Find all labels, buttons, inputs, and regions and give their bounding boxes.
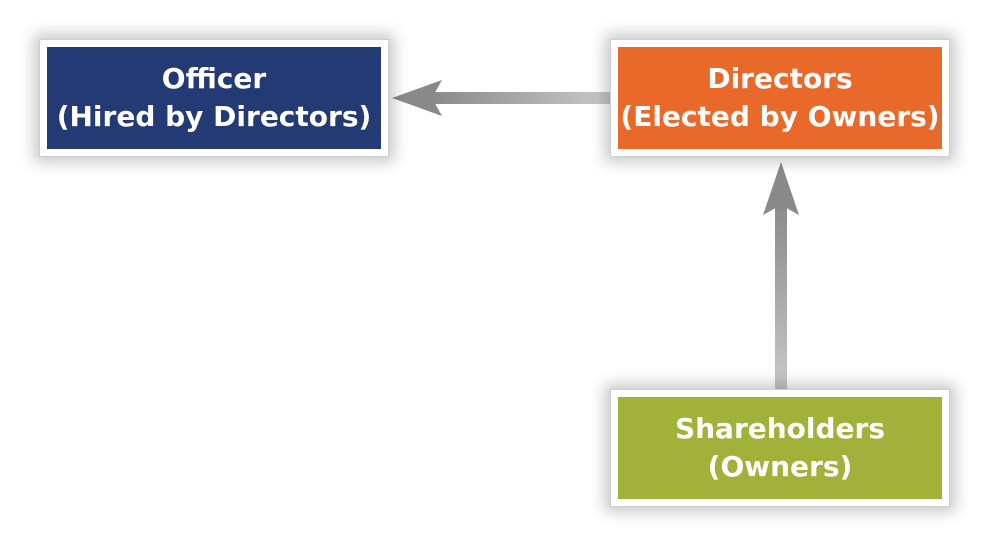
officer-box: Officer (Hired by Directors) <box>40 40 388 156</box>
directors-box: Directors (Elected by Owners) <box>611 40 949 156</box>
officer-subtitle: (Hired by Directors) <box>56 100 372 133</box>
arrowhead-left <box>392 80 442 116</box>
shareholders-subtitle: (Owners) <box>707 450 853 483</box>
arrow-shareholders-to-directors <box>763 162 799 391</box>
arrow-shaft <box>775 205 787 391</box>
directors-title: Directors <box>707 62 853 95</box>
directors-subtitle: (Elected by Owners) <box>620 100 940 133</box>
officer-title: Officer <box>161 62 267 95</box>
arrow-directors-to-officer <box>392 80 612 116</box>
shareholders-title: Shareholders <box>674 412 886 445</box>
arrow-shaft <box>432 92 612 104</box>
shareholders-box: Shareholders (Owners) <box>611 390 949 506</box>
arrowhead-up <box>763 162 799 215</box>
